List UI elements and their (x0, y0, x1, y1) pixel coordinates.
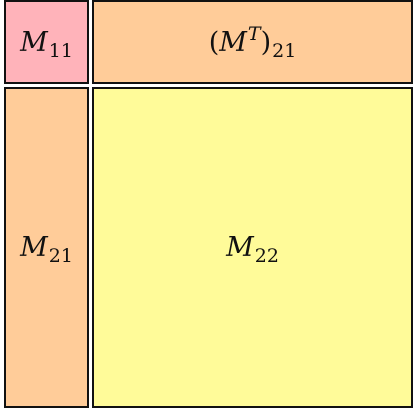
label-m11-subscript: 11 (48, 39, 73, 62)
label-m22-subscript: 22 (254, 245, 279, 267)
label-m21-letter: M (20, 232, 48, 263)
label-m21-subscript: 21 (48, 245, 73, 267)
label-m11-letter: M (20, 26, 48, 58)
label-m11: M11 (20, 26, 73, 61)
label-m22: M22 (226, 232, 279, 266)
label-mt21-superscript: T (247, 22, 261, 45)
label-mt21-close-paren: ) (260, 26, 272, 58)
label-mt21-letter: M (219, 26, 247, 58)
label-m21: M21 (20, 232, 73, 266)
block-mt21: (MT)21 (92, 0, 413, 84)
label-mt21-subscript: 21 (272, 39, 297, 62)
label-m22-letter: M (226, 232, 254, 263)
label-mt21-open-paren: ( (208, 26, 220, 58)
block-m22: M22 (92, 87, 413, 408)
block-m11: M11 (4, 0, 89, 84)
label-mt21: (MT)21 (208, 24, 297, 60)
block-m21: M21 (4, 87, 89, 408)
